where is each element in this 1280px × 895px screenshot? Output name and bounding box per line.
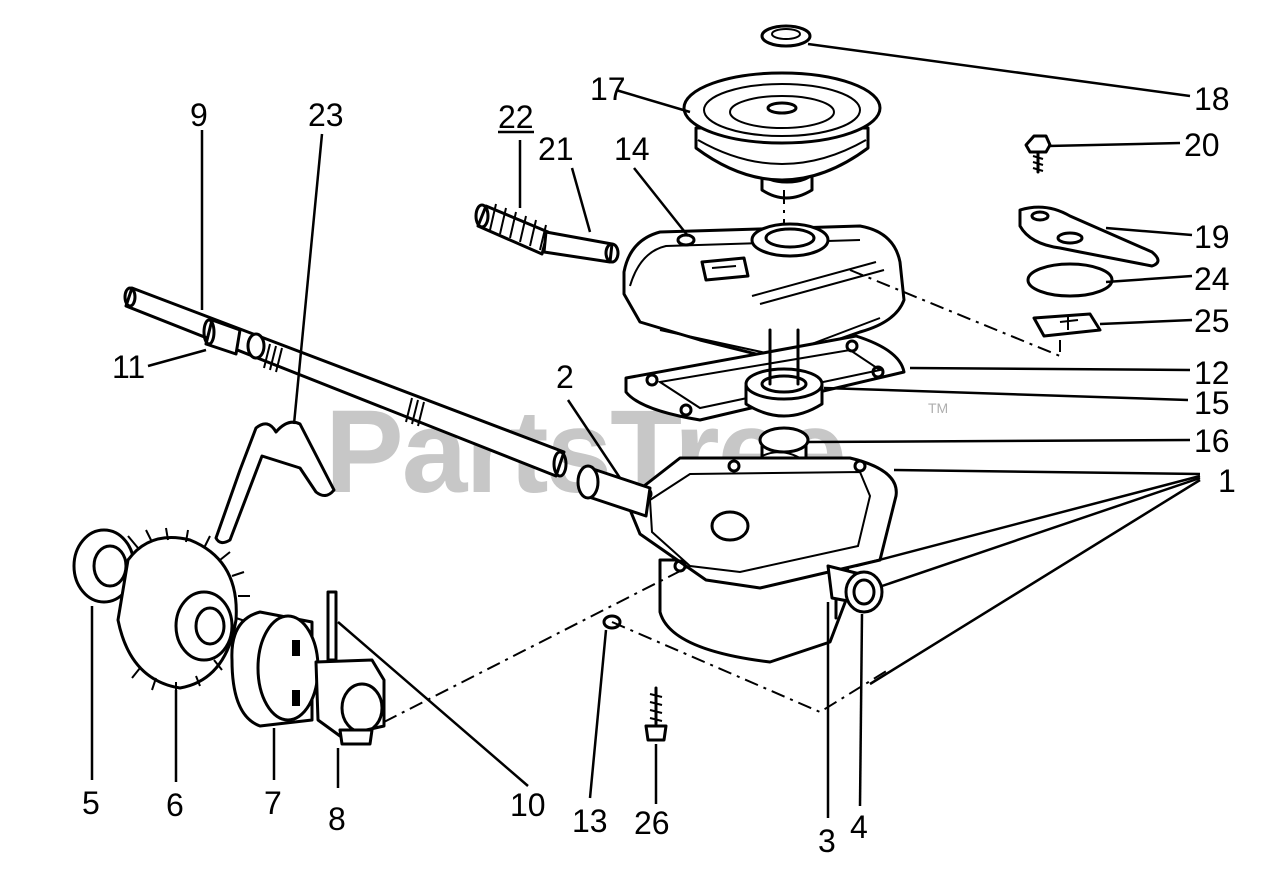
part-cover-14[interactable] bbox=[622, 222, 906, 362]
callout-26: 26 bbox=[634, 805, 670, 841]
callout-22: 22 bbox=[498, 99, 534, 135]
callout-18: 18 bbox=[1194, 81, 1230, 117]
callout-19: 19 bbox=[1194, 219, 1230, 255]
callout-25: 25 bbox=[1194, 303, 1230, 339]
callout-14: 14 bbox=[614, 131, 650, 167]
part-collar-8[interactable] bbox=[314, 658, 386, 746]
part-bushing-4[interactable] bbox=[826, 564, 884, 614]
watermark-trademark: TM bbox=[928, 400, 948, 416]
callout-5: 5 bbox=[82, 785, 100, 821]
callout-20: 20 bbox=[1184, 127, 1220, 163]
alignment-lines bbox=[383, 190, 1061, 723]
part-clutch-7[interactable] bbox=[230, 610, 320, 728]
part-gear-6[interactable] bbox=[116, 527, 250, 692]
part-ring-18[interactable] bbox=[760, 24, 812, 48]
part-bolt-26[interactable] bbox=[644, 686, 668, 742]
callout-24: 24 bbox=[1194, 261, 1230, 297]
callout-labels: 1 2 3 4 5 6 7 8 9 10 11 12 13 14 15 16 1… bbox=[82, 71, 1236, 859]
callout-4: 4 bbox=[850, 809, 868, 845]
callout-8: 8 bbox=[328, 801, 346, 837]
callout-3: 3 bbox=[818, 823, 836, 859]
part-housing-1[interactable] bbox=[624, 456, 898, 664]
part-lever-19[interactable] bbox=[1018, 205, 1160, 268]
part-plate-25[interactable] bbox=[1032, 312, 1102, 338]
callout-1: 1 bbox=[1218, 463, 1236, 499]
part-pin-10[interactable] bbox=[326, 590, 338, 662]
callout-6: 6 bbox=[166, 787, 184, 823]
callout-7: 7 bbox=[264, 785, 282, 821]
part-collar-11[interactable] bbox=[202, 318, 266, 360]
leader-lines bbox=[90, 42, 1201, 818]
part-bearing-15[interactable] bbox=[744, 328, 824, 418]
callout-10: 10 bbox=[510, 787, 546, 823]
part-bushing-2[interactable] bbox=[576, 464, 652, 518]
part-screw-20[interactable] bbox=[1024, 134, 1052, 174]
part-spring-22[interactable] bbox=[474, 203, 550, 256]
callout-13: 13 bbox=[572, 803, 608, 839]
part-washer-24[interactable] bbox=[1026, 262, 1114, 298]
callout-11: 11 bbox=[112, 349, 145, 385]
part-fork-23[interactable] bbox=[214, 420, 336, 545]
callout-15: 15 bbox=[1194, 385, 1230, 421]
callout-23: 23 bbox=[308, 97, 344, 133]
callout-12: 12 bbox=[1194, 355, 1230, 391]
part-pin-21[interactable] bbox=[542, 230, 620, 264]
callout-17: 17 bbox=[590, 71, 626, 107]
callout-9: 9 bbox=[190, 97, 208, 133]
callout-2: 2 bbox=[556, 359, 574, 395]
part-pulley-17[interactable] bbox=[682, 71, 882, 200]
callout-16: 16 bbox=[1194, 423, 1230, 459]
callout-21: 21 bbox=[538, 131, 574, 167]
